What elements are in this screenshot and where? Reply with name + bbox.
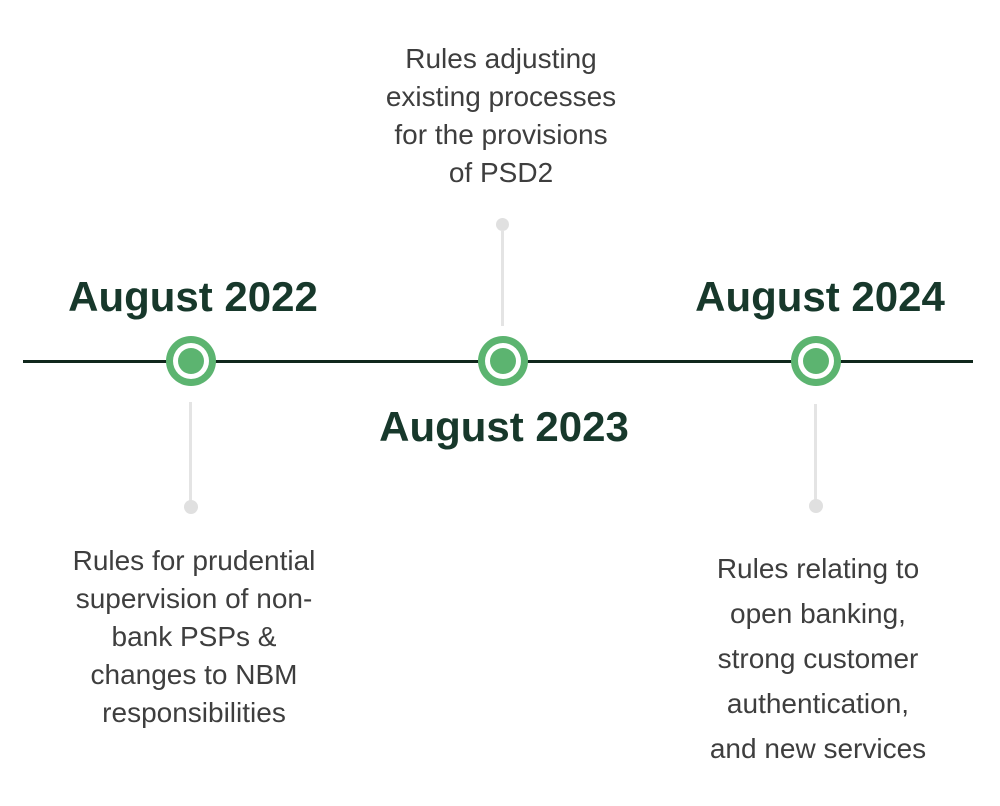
connector-line-aug-2023 xyxy=(501,230,504,326)
milestone-date-aug-2022: August 2022 xyxy=(68,273,318,320)
milestone-date-aug-2023: August 2023 xyxy=(379,403,629,450)
marker-core-dot xyxy=(803,348,829,374)
connector-end-dot-aug-2023 xyxy=(496,218,509,231)
milestone-date-aug-2024: August 2024 xyxy=(695,273,945,320)
milestone-description-aug-2023: Rules adjusting existing processes for t… xyxy=(385,43,617,188)
connector-line-aug-2024 xyxy=(814,404,817,504)
marker-ring-gap xyxy=(173,343,209,379)
marker-ring-gap xyxy=(798,343,834,379)
milestone-description-aug-2024: Rules relating to open banking, strong c… xyxy=(709,553,927,764)
connector-line-aug-2022 xyxy=(189,402,192,504)
milestone-description-aug-2022: Rules for prudential supervision of non-… xyxy=(72,545,316,728)
timeline-marker-aug-2023-icon xyxy=(478,336,528,386)
marker-core-dot xyxy=(490,348,516,374)
connector-end-dot-aug-2024 xyxy=(809,499,823,513)
marker-core-dot xyxy=(178,348,204,374)
timeline-marker-aug-2024-icon xyxy=(791,336,841,386)
connector-end-dot-aug-2022 xyxy=(184,500,198,514)
marker-ring-gap xyxy=(485,343,521,379)
timeline-marker-aug-2022-icon xyxy=(166,336,216,386)
